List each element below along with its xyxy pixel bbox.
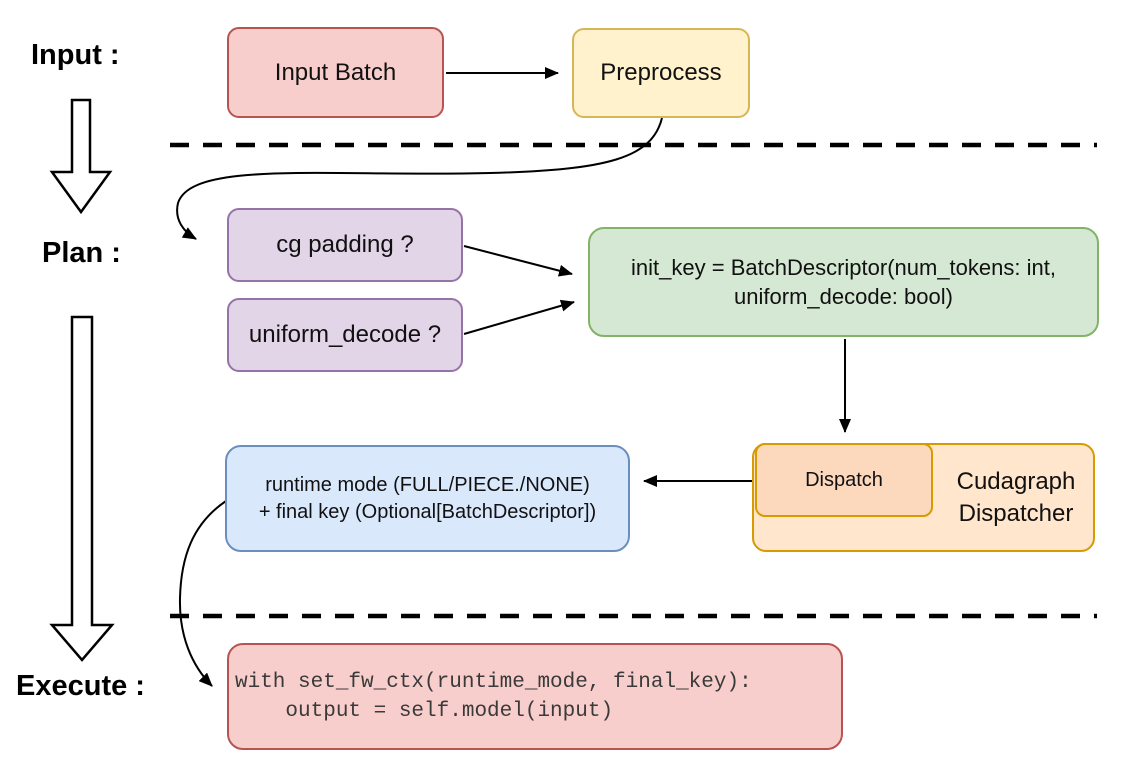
- node-cudagraph-dispatcher-label: Cudagraph Dispatcher: [935, 445, 1097, 550]
- edge-uniform-decode-to-init-key: [463, 299, 575, 335]
- node-execute-code: with set_fw_ctx(runtime_mode, final_key)…: [227, 643, 843, 750]
- stage-arrow-input-to-plan-icon: [49, 98, 113, 215]
- node-cudagraph-dispatcher-line1: Cudagraph: [956, 467, 1076, 495]
- node-input-batch: Input Batch: [227, 27, 444, 118]
- edge-runtime-mode-to-execute-code: [178, 500, 227, 687]
- node-dispatch-label: Dispatch: [805, 468, 883, 491]
- node-input-batch-label: Input Batch: [274, 58, 397, 86]
- stage-label-plan: Plan :: [42, 237, 121, 269]
- node-runtime-mode: runtime mode (FULL/PIECE./NONE) + final …: [225, 445, 630, 552]
- node-uniform-decode: uniform_decode ?: [227, 298, 463, 372]
- node-runtime-mode-line1: runtime mode (FULL/PIECE./NONE): [265, 474, 590, 497]
- node-preprocess-label: Preprocess: [600, 59, 722, 87]
- node-init-key-line1: init_key = BatchDescriptor(num_tokens: i…: [631, 254, 1056, 280]
- stage-label-input: Input :: [31, 39, 120, 71]
- node-init-key-line2: uniform_decode: bool): [734, 284, 953, 309]
- stage-arrow-plan-to-execute-icon: [49, 315, 115, 662]
- node-cg-padding-label: cg padding ?: [276, 231, 414, 259]
- node-cg-padding: cg padding ?: [227, 208, 463, 282]
- execute-code-line2: output = self.model(input): [235, 699, 614, 723]
- node-init-key: init_key = BatchDescriptor(num_tokens: i…: [588, 227, 1099, 337]
- execute-code-line1: with set_fw_ctx(runtime_mode, final_key)…: [235, 670, 752, 694]
- node-preprocess: Preprocess: [572, 28, 750, 118]
- stage-label-execute: Execute :: [16, 670, 145, 702]
- node-cudagraph-dispatcher-line2: Dispatcher: [958, 499, 1074, 527]
- node-dispatch: Dispatch: [755, 443, 933, 517]
- node-uniform-decode-label: uniform_decode ?: [248, 321, 442, 349]
- node-runtime-mode-line2: + final key (Optional[BatchDescriptor]): [258, 500, 597, 523]
- edge-cg-padding-to-init-key: [463, 245, 573, 277]
